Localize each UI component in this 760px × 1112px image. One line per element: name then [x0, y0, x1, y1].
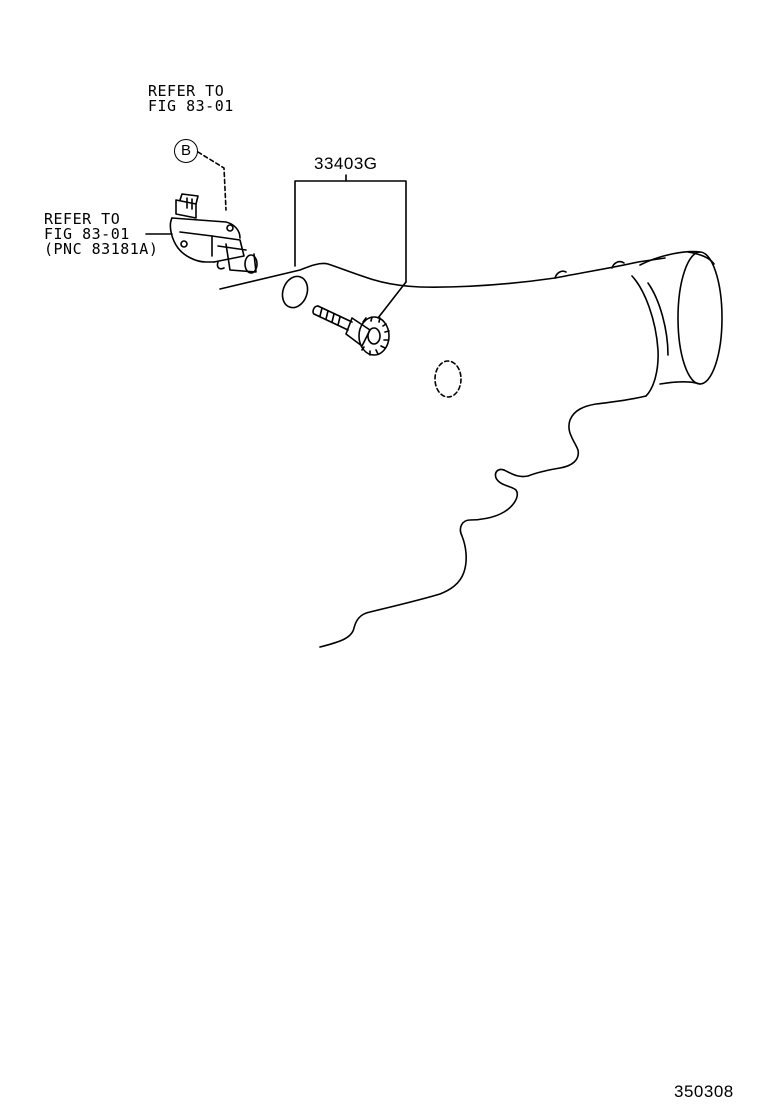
- speed-sensor-icon: [169, 193, 258, 274]
- b-dashed-leader: [197, 151, 227, 211]
- left-ref-line1: REFER TO: [44, 210, 121, 228]
- driven-gear-icon: [312, 305, 390, 356]
- left-ref-line2: FIG 83-01: [44, 225, 130, 243]
- top-ref-line2: FIG 83-01: [148, 97, 234, 115]
- o-ring-icon: [281, 275, 309, 309]
- transmission-housing-outline: [219, 250, 723, 648]
- dashed-hole-outline: [434, 360, 462, 398]
- part-number-leader-to-gear: [377, 281, 407, 319]
- ref-marker-b: B: [174, 139, 198, 163]
- left-ref-line3: (PNC 83181A): [44, 240, 159, 258]
- top-ref-line1: REFER TO: [148, 82, 225, 100]
- part-number-bracket: [294, 174, 407, 283]
- part-number-label: 33403G: [314, 154, 378, 173]
- figure-id-label: 350308: [674, 1082, 734, 1101]
